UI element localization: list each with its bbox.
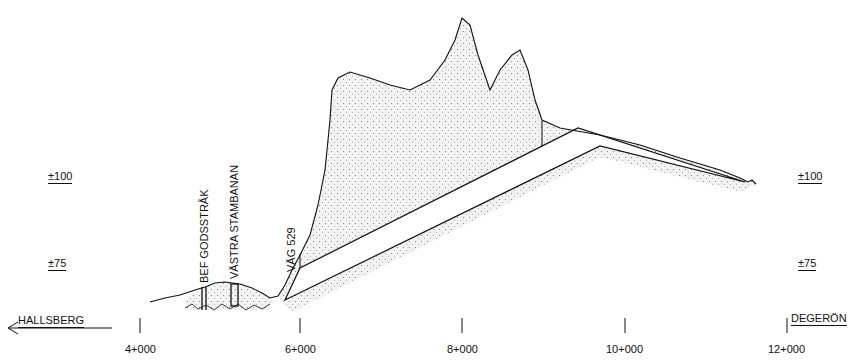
rock-fill [278, 18, 756, 312]
tunnel-band [285, 128, 745, 300]
chainage-label: 12+000 [768, 344, 805, 355]
axis-ticks [140, 318, 787, 333]
feature-label: BEF GODSSTRÅK [199, 189, 210, 283]
elevation-mark: ±75 [798, 258, 816, 271]
place-name: DEGERÖN [791, 313, 847, 326]
feature-label: VÄG 529 [286, 227, 297, 272]
feature-label: VÄSTRA STAMBANAN [229, 165, 240, 279]
elevation-mark: ±100 [48, 171, 72, 184]
place-name: HALLSBERG [18, 315, 84, 328]
chainage-label: 10+000 [606, 344, 643, 355]
elevation-mark: ±100 [798, 171, 822, 184]
track-post [201, 287, 202, 310]
ground-detail [185, 304, 270, 310]
portal-line [300, 254, 301, 268]
chainage-label: 8+000 [447, 344, 478, 355]
chainage-label: 6+000 [285, 344, 316, 355]
portal-line [542, 121, 543, 146]
terrain-line [150, 18, 756, 302]
track-post [205, 287, 206, 310]
track-post [231, 284, 238, 306]
ground-fill [185, 282, 272, 310]
chainage-label: 4+000 [125, 344, 156, 355]
elevation-mark: ±75 [48, 258, 66, 271]
